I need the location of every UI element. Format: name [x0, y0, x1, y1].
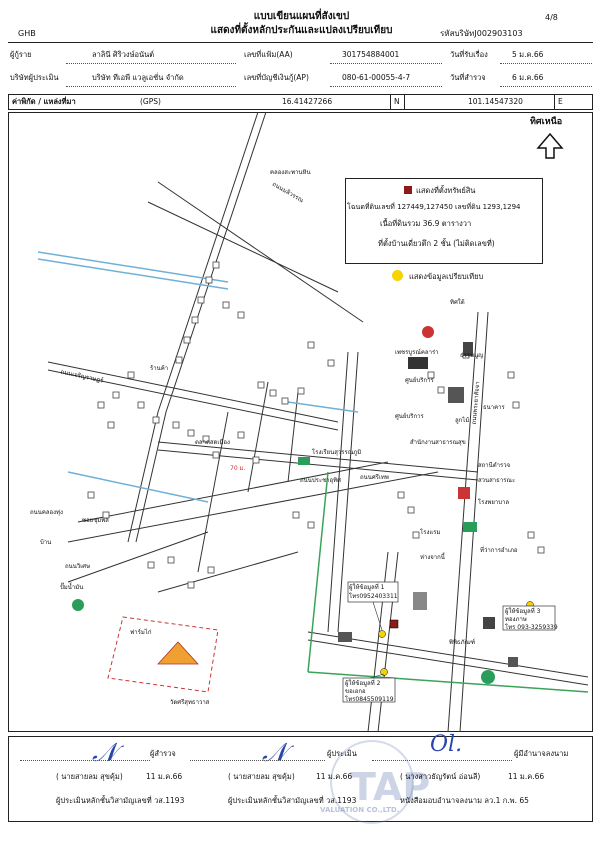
store-label: ร้านค้า [150, 365, 169, 372]
school-label: โรงเรียนสุวรรณภูมิ [312, 449, 362, 456]
appraiser-date: 11 ม.ค.66 [316, 772, 353, 781]
distance-label: 70 ม. [230, 465, 246, 472]
file-value: 301754884001 [342, 50, 400, 59]
appraiser-name: ( นายสายลม สุขคุ้ม) [228, 772, 295, 781]
company-label: บริษัทผู้ประเมิน [10, 73, 59, 82]
account-label: เลขที่บัญชีเงินกู้(AP) [244, 73, 309, 82]
landmark-lumsak: เพชรบูรณ์คลาร่า [395, 349, 439, 356]
company-code: รหัสบริษัทJ002903103 [440, 29, 523, 38]
coord-source: (GPS) [140, 97, 161, 106]
service-center-label: ศูนย์บริการ [405, 377, 434, 384]
landmark-univ: ทิศใต้ [450, 299, 465, 306]
legend-building: ที่ตั้งบ้านเดี่ยวตึก 2 ชั้น (ไม่ติดเลขที… [378, 239, 495, 248]
office-label: สำนักงานสาธารณสุข [410, 439, 466, 446]
pin2-sub: ขอเอกอ [345, 688, 366, 695]
north-arrow-icon [536, 132, 564, 159]
pin2-tel: โทร0845509119 [345, 696, 394, 703]
road8-label: ถนนคลองทุ่ง [30, 509, 63, 516]
survey-label: วันที่สำรวจ [450, 73, 486, 82]
house-label: บ้าน [40, 539, 52, 546]
approver-date: 11 ม.ค.66 [508, 772, 545, 781]
road6-label: ถนนวิเศษ [65, 563, 91, 570]
approver-signature: Ol. [430, 732, 463, 757]
legend-deed: โฉนดที่ดินเลขที่ 127449,127450 เลขที่ดิน… [347, 203, 521, 211]
approver-authority: หนังสือมอบอำนาจลงนาม ลว.1 ก.พ. 65 [400, 796, 529, 805]
company-value: บริษัท ทีเอพี แวลูเอชั่น จำกัด [92, 73, 184, 82]
landmark-sk: ธรรมนูญ [460, 352, 484, 359]
police-label: สถานีตำรวจ [478, 462, 511, 469]
page-title-line2: แสดงที่ตั้งหลักประกันและแปลงเปรียบเทียบ [210, 25, 393, 36]
surveyor-label: ผู้สำรวจ [150, 749, 176, 758]
surveyor-date: 11 ม.ค.66 [146, 772, 183, 781]
road4-label: ถนนศรีเทพ [360, 474, 389, 481]
canal-label: คลองสะพานหิน [270, 169, 311, 176]
landmark-petrol: ศูนย์บริการ [395, 413, 424, 420]
coordinate-row [8, 94, 593, 110]
latitude-value: 16.41427266 [282, 97, 333, 106]
borrower-value: ลาลินี ศิริวงษ์อนันต์ [92, 50, 155, 59]
landmark-dist: ห่างจากนี้ [420, 554, 445, 561]
pin3-label: ผู้ให้ข้อมูลที่ 3 [505, 608, 541, 615]
gas-label: ปั๊มน้ำมัน [60, 584, 84, 591]
hotel-label: โรงแรม [420, 529, 441, 536]
legend-area: เนื้อที่ดินรวม 36.9 ตารางวา [380, 219, 472, 228]
approver-name: ( นางสาวธัญรัตน์ อ่อนลี) [400, 772, 481, 781]
stamp-seal [330, 740, 414, 824]
hospital-label: โรงพยาบาล [478, 499, 510, 506]
longitude-value: 101.14547320 [468, 97, 523, 106]
pin1-label: ผู้ให้ข้อมูลที่ 1 [349, 584, 385, 591]
park-label: สวนสาธารณะ [478, 477, 516, 484]
landmark-tuk: ลูกไม้ [455, 417, 470, 424]
received-label: วันที่รับเรื่อง [450, 50, 488, 59]
surveyor-license: ผู้ประเมินหลักชั้นวิสามัญเลขที่ วส.1193 [56, 796, 185, 805]
received-value: 5 ม.ค.66 [512, 50, 544, 59]
appraiser-license: ผู้ประเมินหลักชั้นวิสามัญเลขที่ วส.1193 [228, 796, 357, 805]
surveyor-signature: 𝒩 [92, 738, 117, 768]
appraiser-label: ผู้ประเมิน [327, 749, 357, 758]
pin3-tel: โทร 093-3259339 [505, 624, 558, 631]
map-frame [8, 112, 593, 732]
road7-label: ซอยชุมพล [82, 517, 109, 524]
survey-value: 6 ม.ค.66 [512, 73, 544, 82]
north-label: ทิศเหนือ [530, 117, 563, 127]
map-canvas [37, 112, 589, 732]
district-office-label: ที่ว่าการอำเภอ [480, 547, 518, 554]
subject-marker-icon [404, 186, 412, 194]
legend-compare: แสดงข้อมูลเปรียบเทียบ [409, 272, 484, 281]
landmark-farm: ฟาร์มไก่ [130, 629, 152, 636]
temple-label: วัดศรีสุทธาวาส [170, 699, 210, 706]
signature-block [8, 736, 593, 822]
map-legend [345, 178, 543, 264]
compare-marker-icon [392, 270, 403, 281]
museum-label: พิพิธภัณฑ์ [449, 639, 476, 646]
market-label: ตลาดสดเมือง [195, 439, 230, 446]
bank-logo-text: GHB [18, 29, 36, 38]
account-value: 080-61-00055-4-7 [342, 73, 411, 82]
pin2-label: ผู้ให้ข้อมูลที่ 2 [345, 680, 381, 687]
coord-label: ค่าพิกัด / แหล่งที่มา [12, 97, 76, 106]
legend-subject: แสดงที่ตั้งทรัพย์สิน [416, 186, 476, 195]
page-title-line1: แบบเขียนแผนที่สังเขป [253, 11, 350, 22]
pin3-sub: ทองภาษ [505, 616, 527, 623]
pin1-tel: โทร0952403311 [349, 593, 398, 600]
file-label: เลขที่แฟ้ม(AA) [244, 50, 293, 59]
approver-label: ผู้มีอำนาจลงนาม [514, 749, 569, 758]
page-number: 4/8 [545, 13, 558, 22]
road5-label: ถนนประชาอุทิศ [300, 477, 341, 484]
latitude-dir: N [394, 97, 400, 106]
borrower-label: ผู้กู้ราย [10, 50, 32, 59]
longitude-dir: E [558, 97, 563, 106]
appraiser-signature: 𝒩 [262, 738, 287, 768]
surveyor-name: ( นายสายลม สุขคุ้ม) [56, 772, 123, 781]
bank-label: ธนาคาร [483, 404, 505, 411]
